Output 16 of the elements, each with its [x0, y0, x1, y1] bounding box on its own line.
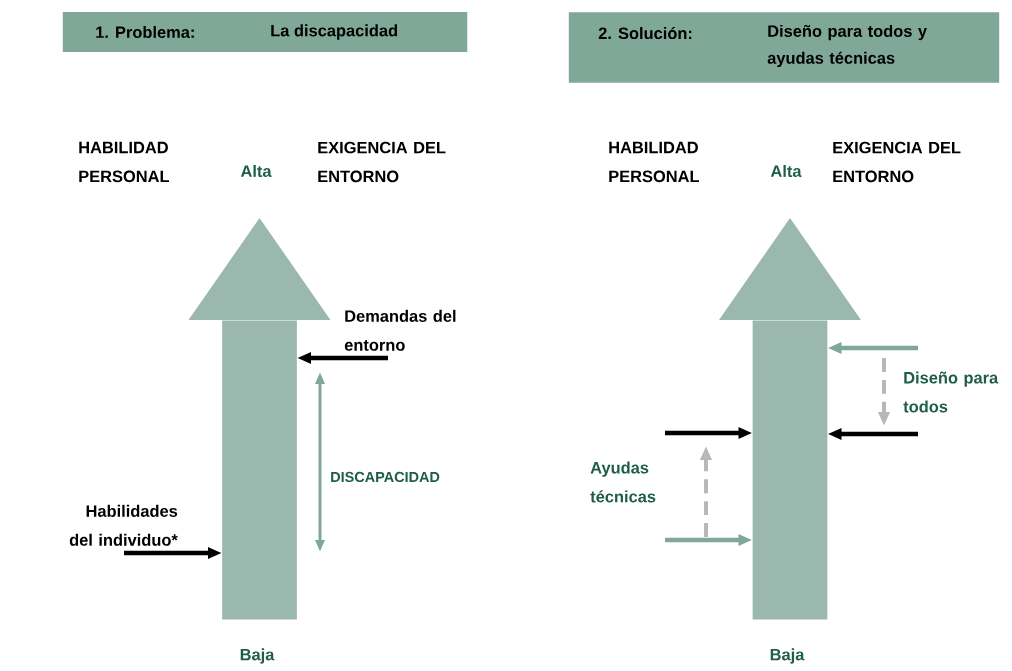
up-arrow-shape [188, 218, 331, 620]
text-label: EXIGENCIA DEL ENTORNO [318, 141, 446, 183]
text-label: EXIGENCIA DEL ENTORNO [833, 141, 961, 183]
text-label: HABILIDAD PERSONAL [79, 141, 170, 183]
text-label: Demandas del entorno [344, 309, 456, 351]
text-label: Diseño para todos [903, 371, 999, 413]
text-label: Baja [240, 648, 275, 664]
heading-box: 1. Problema: La discapacidad [62, 12, 468, 52]
heading-box: 2. Solución: Diseño para todos y ayudas técnicas [568, 12, 1000, 83]
text-label: Alta [240, 164, 272, 178]
text-label: Baja [770, 648, 805, 664]
up-arrow-shape [719, 218, 861, 620]
text-label: Habilidades del individuo* [69, 504, 178, 546]
text-label: Alta [770, 164, 802, 178]
text-label: Ayudas técnicas [590, 461, 656, 503]
text-label: HABILIDAD PERSONAL [609, 141, 699, 183]
